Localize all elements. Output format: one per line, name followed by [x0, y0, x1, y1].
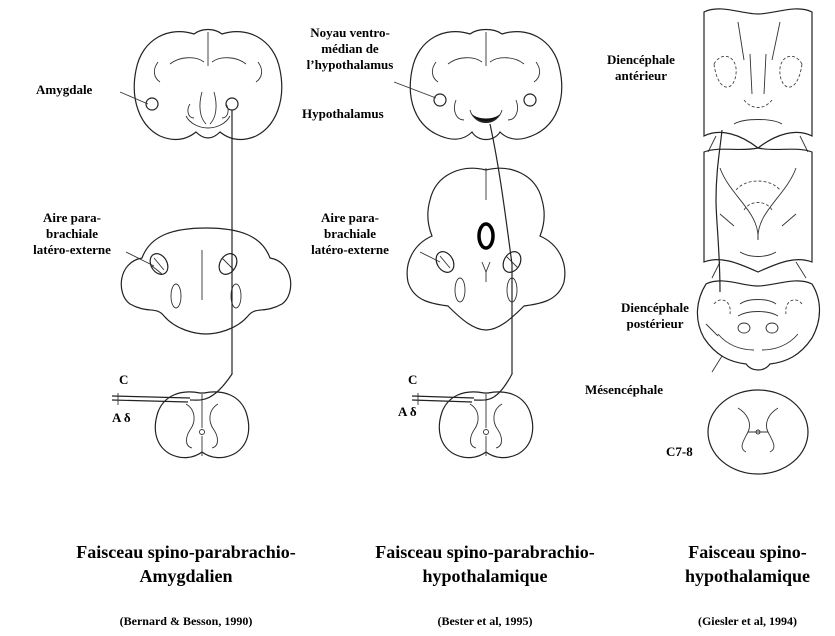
panel2-label-aire: Aire para- brachiale latéro-externe [300, 210, 400, 258]
panel3-label-c78: C7-8 [666, 444, 693, 460]
panel2-label-aire-3: latéro-externe [300, 242, 400, 258]
panel3-anterior-diencephalon [704, 9, 812, 148]
panel2-label-fiber-ad: A δ [398, 404, 417, 420]
panel3-label-dien-post: Diencéphale postérieur [610, 300, 700, 332]
panel1-title: Faisceau spino-parabrachio- Amygdalien [36, 540, 336, 588]
panel3-title-line2: hypothalamique [660, 564, 835, 588]
panel1-label-aire: Aire para- brachiale latéro-externe [22, 210, 122, 258]
panel2-label-aire-1: Aire para- [300, 210, 400, 226]
panel1-title-line2: Amygdalien [36, 564, 336, 588]
panel2-label-noyau-3: l’hypothalamus [300, 57, 400, 73]
panel2-label-hypothalamus: Hypothalamus [302, 106, 384, 122]
panel3-title-line1: Faisceau spino- [660, 540, 835, 564]
panel1-pons-section [121, 228, 290, 334]
panel2-fiber-c [412, 396, 474, 398]
panel2-label-noyau-2: médian de [300, 41, 400, 57]
panel1-drawing [112, 30, 291, 458]
panel2-title-line2: hypothalamique [340, 564, 630, 588]
panel3-drawing [697, 9, 819, 474]
panel3-label-dien-ant-1: Diencéphale [596, 52, 686, 68]
panel1-label-aire-3: latéro-externe [22, 242, 122, 258]
panel3-posterior-section [697, 281, 819, 370]
panel3-label-mesencephale: Mésencéphale [585, 382, 663, 398]
panel3-reference: (Giesler et al, 1994) [660, 614, 835, 629]
panel1-fiber-c [112, 396, 190, 398]
panel1-label-fiber-ad: A δ [112, 410, 131, 426]
panel1-reference: (Bernard & Besson, 1990) [36, 614, 336, 629]
panel2-pathway [474, 124, 512, 400]
panel2-label-fiber-c: C [408, 372, 417, 388]
panel1-label-amygdale: Amygdale [36, 82, 92, 98]
panel2-fiber-ad [412, 400, 472, 402]
panel3-diencephalon-block-2 [704, 148, 812, 272]
panel1-label-aire-1: Aire para- [22, 210, 122, 226]
panel2-reference: (Bester et al, 1995) [340, 614, 630, 629]
panel2-drawing [394, 30, 565, 458]
panel3-label-dien-ant-2: antérieur [596, 68, 686, 84]
panel1-label-fiber-c: C [119, 372, 128, 388]
panel2-title: Faisceau spino-parabrachio- hypothalamiq… [340, 540, 630, 588]
panel1-fiber-ad [112, 400, 188, 402]
panel3-label-dien-post-2: postérieur [610, 316, 700, 332]
panel2-aqueduct [479, 224, 493, 248]
panel3-label-dien-ant: Diencéphale antérieur [596, 52, 686, 84]
panel3-label-dien-post-1: Diencéphale [610, 300, 700, 316]
panel2-label-noyau: Noyau ventro- médian de l’hypothalamus [300, 25, 400, 73]
panel3-title: Faisceau spino- hypothalamique [660, 540, 835, 588]
panel2-label-aire-2: brachiale [300, 226, 400, 242]
panel1-title-line1: Faisceau spino-parabrachio- [36, 540, 336, 564]
panel2-title-line1: Faisceau spino-parabrachio- [340, 540, 630, 564]
panel2-label-noyau-1: Noyau ventro- [300, 25, 400, 41]
panel1-label-aire-2: brachiale [22, 226, 122, 242]
